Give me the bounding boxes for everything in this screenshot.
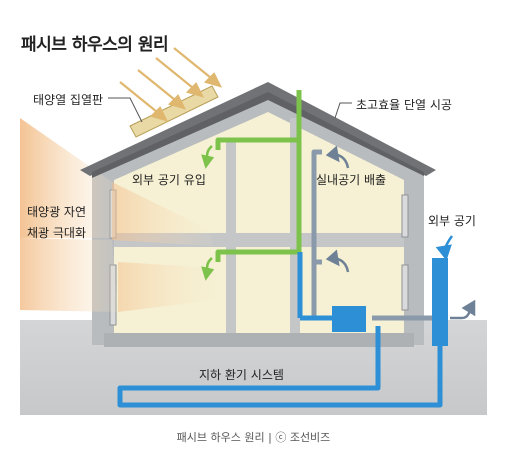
sunlight-beams	[20, 118, 215, 312]
label-solar-light-line2: 채광 극대화	[27, 226, 87, 240]
sun-ray-arrows	[119, 47, 223, 122]
image-caption: 패시브 하우스 원리 | ⓒ 조선비즈	[176, 431, 331, 444]
outdoor-intake-pipe	[432, 258, 448, 346]
green-intake-duct	[215, 90, 302, 262]
leader-lines	[108, 97, 352, 123]
label-solar-light-line1: 태양광 자연	[27, 205, 87, 219]
label-solar-light: 태양광 자연 채광 극대화	[27, 202, 86, 244]
solar-collector	[129, 85, 219, 138]
heat-exchanger-unit	[332, 306, 366, 332]
roof	[80, 82, 436, 178]
label-outdoor-air: 외부 공기	[428, 214, 476, 228]
label-solar-collector: 태양열 집열판	[33, 93, 104, 107]
diagram-title: 패시브 하우스의 원리	[21, 35, 169, 55]
grey-airflow-arrows	[325, 145, 476, 320]
label-insulation: 초고효율 단열 시공	[356, 98, 452, 112]
label-indoor-air-out: 실내공기 배출	[316, 173, 387, 187]
green-airflow-arrows	[201, 145, 215, 281]
label-outdoor-air-in: 외부 공기 유입	[132, 173, 206, 187]
blue-geothermal-duct	[117, 252, 443, 408]
outdoor-air-arrow	[435, 235, 454, 261]
label-geothermal-ventilation: 지하 환기 시스템	[199, 368, 284, 382]
